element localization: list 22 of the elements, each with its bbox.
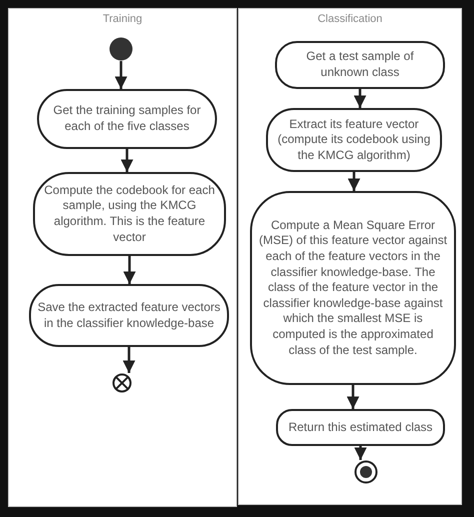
flow-final-node: [112, 373, 132, 393]
swimlane: [8, 8, 237, 507]
arrow: [346, 385, 360, 409]
activity-box: Get the training samples for each of the five classes: [37, 89, 217, 149]
arrow: [354, 446, 367, 460]
activity-box: Extract its feature vector (compute its codebook using the KMCG algorithm): [266, 108, 442, 172]
arrow: [348, 172, 360, 191]
final-node: [354, 460, 378, 484]
arrow: [114, 61, 128, 89]
swimlane: [238, 8, 462, 505]
activity-box: Compute the codebook for each sample, using the KMCG algorithm. This is the feature vector: [33, 172, 226, 256]
activity-box: Return this estimated class: [276, 409, 445, 446]
arrow: [122, 347, 136, 373]
arrow: [120, 149, 134, 172]
arrow: [123, 256, 136, 284]
activity-box: Save the extracted feature vectors in the classifier knowledge-base: [29, 284, 229, 347]
start-node: [109, 37, 133, 61]
lane-heading: Classification: [316, 13, 384, 25]
lane-heading: Training: [102, 13, 144, 25]
activity-box: Get a test sample of unknown class: [275, 41, 445, 89]
activity-box: Compute a Mean Square Error (MSE) of this feature vector against each of the feature vectors in the classifier knowledge-base. The class of the feature vector in the classifier knowledge-base against which the smallest MSE is computed is the approximated class of the test sample.: [250, 191, 456, 385]
arrow: [354, 89, 366, 108]
